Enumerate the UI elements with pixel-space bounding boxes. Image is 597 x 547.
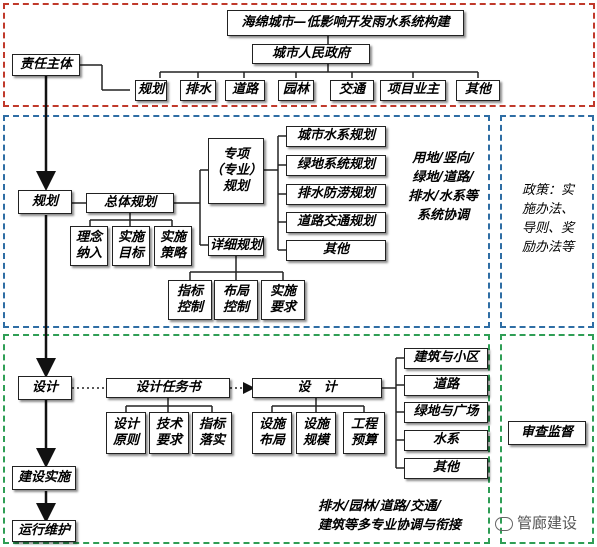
indicator-control: 指标 控制 (168, 280, 212, 320)
wechat-icon (495, 516, 513, 531)
field-water: 水系 (404, 430, 488, 451)
plan-green-space: 绿地系统规划 (286, 155, 386, 176)
implementation-region (3, 334, 490, 544)
responsible-subject: 责任主体 (12, 54, 80, 76)
overall-plan: 总体规划 (86, 193, 174, 213)
title-box: 海绵城市—低影响开发雨水系统构建 (227, 10, 464, 36)
detailed-plan: 详细规划 (208, 236, 264, 256)
design-box: 设 计 (252, 378, 382, 398)
task-principle: 设计 原则 (106, 412, 146, 454)
facility-scale: 设施 规模 (296, 412, 336, 454)
top-region (3, 3, 595, 107)
plan-strategy: 实施 策略 (154, 226, 192, 266)
field-green-plaza: 绿地与广场 (404, 402, 488, 423)
plan-other: 其他 (286, 240, 386, 261)
dept-owner: 项目业主 (380, 80, 446, 101)
government-box: 城市人民政府 (252, 44, 370, 64)
dept-traffic: 交通 (330, 80, 374, 101)
plan-water-system: 城市水系规划 (286, 126, 386, 147)
field-roads: 道路 (404, 375, 488, 396)
design-stage: 设计 (18, 376, 72, 400)
dept-roads: 道路 (225, 80, 265, 101)
watermark: 管廊建设 (495, 512, 577, 533)
construction-stage: 建设实施 (12, 466, 76, 490)
plan-road-traffic: 道路交通规划 (286, 212, 386, 233)
task-technical: 技术 要求 (149, 412, 189, 454)
implementation-requirement: 实施 要求 (261, 280, 305, 320)
operation-stage: 运行维护 (12, 520, 76, 542)
dept-landscape: 园林 (278, 80, 314, 101)
system-coordination: 用地/竖向/ 绿地/道路/ 排水/水系等 系统协调 (408, 151, 478, 223)
plan-concept: 理念 纳入 (70, 226, 108, 266)
layout-control: 布局 控制 (214, 280, 258, 320)
planning-stage: 规划 (18, 190, 72, 214)
special-plan: 专项 （专业） 规划 (208, 138, 264, 204)
plan-drainage: 排水防涝规划 (286, 184, 386, 205)
field-buildings: 建筑与小区 (404, 348, 488, 369)
multi-discipline-coordination: 排水/园林/道路/交通/ 建筑等多专业协调与衔接 (318, 499, 462, 533)
dept-planning: 规划 (135, 80, 167, 101)
plan-target: 实施 目标 (112, 226, 150, 266)
task-indicator: 指标 落实 (192, 412, 232, 454)
planning-region (3, 115, 490, 328)
review-region (500, 334, 594, 544)
policy-region (500, 115, 594, 328)
review-supervision: 审查监督 (508, 421, 586, 445)
facility-layout: 设施 布局 (252, 412, 292, 454)
project-budget: 工程 预算 (343, 412, 385, 454)
watermark-text: 管廊建设 (517, 514, 578, 532)
dept-other: 其他 (456, 80, 500, 101)
dept-drainage: 排水 (180, 80, 216, 101)
policy-text: 政策：实 施办法、 导则、奖 励办法等 (521, 183, 574, 255)
design-task-book: 设计任务书 (106, 378, 230, 398)
field-other: 其他 (404, 458, 488, 479)
